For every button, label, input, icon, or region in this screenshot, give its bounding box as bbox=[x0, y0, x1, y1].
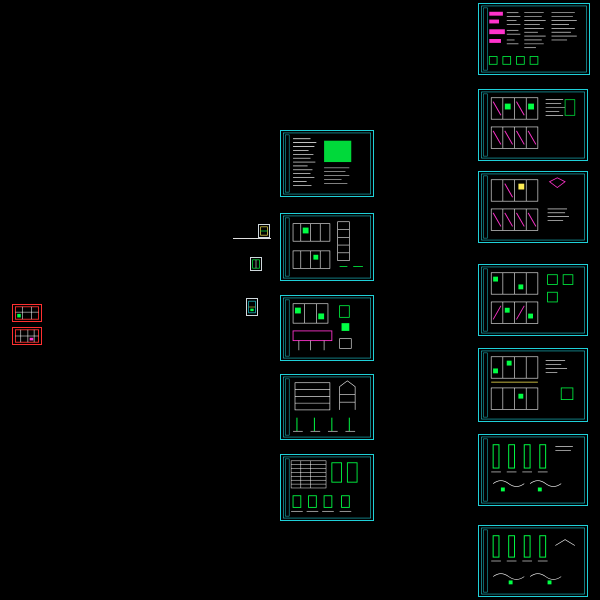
sheet-right-4[interactable] bbox=[478, 264, 588, 336]
mini-detail-3-graphic bbox=[248, 300, 256, 314]
sheet-center-2[interactable] bbox=[280, 213, 374, 281]
sheet-right-5[interactable] bbox=[478, 348, 588, 422]
sheet-center-1-graphic bbox=[283, 132, 371, 195]
sheet-right-7[interactable] bbox=[478, 525, 588, 597]
sheet-center-4-graphic bbox=[283, 376, 371, 438]
sheet-center-3-graphic bbox=[283, 297, 371, 359]
sheet-center-4[interactable] bbox=[280, 374, 374, 440]
sheet-right-2[interactable] bbox=[478, 89, 588, 161]
sheet-right-7-graphic bbox=[481, 527, 585, 595]
sheet-center-3[interactable] bbox=[280, 295, 374, 361]
sheet-center-5-graphic bbox=[283, 456, 371, 519]
sheet-right-1[interactable] bbox=[478, 3, 590, 75]
mini-detail-1[interactable] bbox=[258, 224, 270, 238]
sheet-right-6-graphic bbox=[481, 436, 585, 504]
sheet-right-4-graphic bbox=[481, 266, 585, 334]
mini-detail-2[interactable] bbox=[250, 257, 262, 271]
sheet-right-1-graphic bbox=[481, 5, 587, 73]
mini-detail-3[interactable] bbox=[246, 298, 258, 316]
mini-drawing-left-bottom-graphic bbox=[15, 329, 39, 343]
sheet-right-3[interactable] bbox=[478, 171, 588, 243]
leader-line bbox=[233, 238, 271, 239]
sheet-center-2-graphic bbox=[283, 215, 371, 279]
mini-drawing-left-top-graphic bbox=[15, 306, 39, 320]
sheet-right-2-graphic bbox=[481, 91, 585, 159]
sheet-right-5-graphic bbox=[481, 350, 585, 420]
sheet-right-6[interactable] bbox=[478, 434, 588, 506]
mini-drawing-left-bottom[interactable] bbox=[12, 327, 42, 345]
sheet-center-5[interactable] bbox=[280, 454, 374, 521]
sheet-center-1[interactable] bbox=[280, 130, 374, 197]
mini-drawing-left-top[interactable] bbox=[12, 304, 42, 322]
mini-detail-1-graphic bbox=[260, 226, 268, 236]
mini-detail-2-graphic bbox=[252, 259, 260, 269]
sheet-right-3-graphic bbox=[481, 173, 585, 241]
